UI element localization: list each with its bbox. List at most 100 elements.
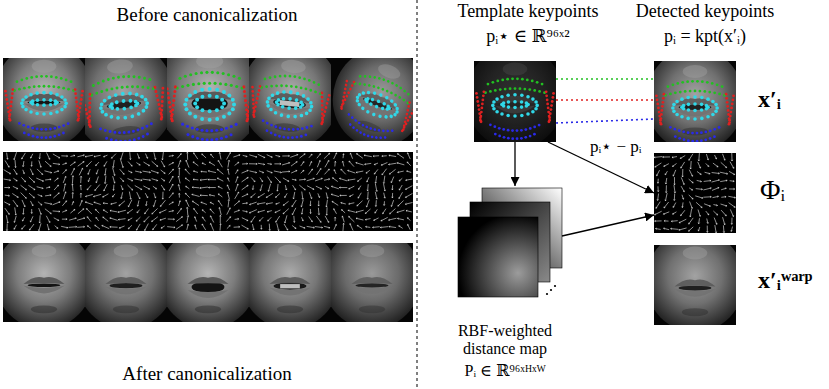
flow-vector [682, 195, 683, 200]
keypoint [511, 137, 514, 140]
flow-head [181, 217, 182, 218]
ellipsis-dot [550, 289, 552, 291]
keypoint [225, 135, 228, 138]
flow-vector [384, 193, 385, 198]
keypoint [552, 92, 555, 95]
keypoint [491, 81, 494, 84]
flow-head [313, 178, 314, 179]
flow-vector [227, 185, 229, 190]
flow-head [358, 197, 359, 198]
flow-vector [227, 225, 230, 228]
flow-head [334, 161, 336, 162]
flow-head [114, 182, 115, 183]
flow-vector [283, 178, 289, 181]
flow-head [246, 202, 247, 203]
flow-vector [96, 162, 99, 166]
flow-vector [4, 187, 9, 188]
flow-vector [153, 224, 157, 229]
upper-lip [106, 277, 147, 284]
keypoint [395, 84, 398, 87]
keypoint [498, 135, 501, 138]
flow-vector [72, 176, 74, 184]
flow-vector [200, 195, 208, 196]
flow-head [407, 162, 408, 163]
upper-lip [675, 98, 716, 105]
flow-vector [210, 216, 213, 223]
face-skin [159, 228, 257, 329]
flow-head [229, 208, 230, 209]
keypoint [282, 136, 285, 139]
keypoint [222, 115, 226, 119]
flow-head [23, 165, 25, 166]
flow-vector [118, 218, 125, 220]
keypoint [210, 129, 213, 132]
keypoint [168, 101, 171, 104]
keypoint [520, 114, 524, 118]
keypoint [251, 86, 254, 89]
flow-vector [291, 162, 297, 166]
flow-head [228, 160, 230, 161]
flow-head [218, 201, 219, 202]
keypoint [404, 116, 407, 119]
keypoint [550, 104, 553, 107]
keypoint [531, 80, 534, 83]
flow-head [296, 170, 297, 171]
keypoint [704, 138, 707, 141]
flow-vector [251, 193, 256, 197]
flow-head [318, 205, 320, 206]
flow-head [359, 188, 360, 189]
flow-head [157, 172, 158, 173]
flow-vector [152, 208, 158, 214]
keypoint [40, 75, 43, 78]
flow-vector [251, 178, 255, 182]
face-skin [66, 36, 180, 158]
flow-head [202, 210, 203, 211]
flow-vector [110, 211, 117, 212]
flow-head [128, 227, 129, 228]
flow-vector [309, 216, 313, 221]
keypoint [110, 138, 113, 141]
flow-head [342, 161, 343, 162]
flow-vector [46, 153, 49, 160]
keypoint [363, 133, 366, 136]
keypoint [526, 112, 530, 116]
flow-vector [14, 169, 17, 174]
flow-head [682, 206, 684, 207]
keypoint [203, 82, 206, 85]
flow-head [187, 207, 189, 208]
keypoint [686, 80, 689, 83]
flow-head [200, 195, 201, 196]
flow-head [391, 205, 392, 206]
face-skin [156, 35, 264, 152]
flow-head [373, 155, 374, 156]
flow-head [388, 164, 389, 165]
flow-head [146, 204, 148, 205]
keypoint [548, 116, 551, 119]
keypoint [110, 87, 113, 90]
flow-head [343, 154, 345, 155]
flow-head [50, 165, 51, 166]
flow-head [81, 168, 82, 169]
flow-vector [364, 155, 372, 156]
flow-head [341, 210, 342, 211]
flow-vector [283, 209, 289, 214]
flow-vector [316, 168, 321, 175]
flow-head [149, 171, 150, 172]
keypoint [24, 95, 28, 99]
flow-head [256, 163, 257, 164]
flow-vector [260, 178, 263, 182]
flow-vector [152, 179, 158, 181]
flow-vector [217, 178, 223, 181]
flow-vector [391, 177, 394, 183]
flow-vector [30, 216, 33, 222]
flow-head [34, 189, 35, 190]
keypoint [520, 93, 524, 97]
keypoint [345, 79, 348, 82]
keypoint [728, 123, 731, 126]
flow-vector [689, 170, 692, 177]
keypoint [725, 93, 728, 96]
flow-head [247, 170, 248, 171]
flow-head [681, 167, 682, 168]
keypoint [30, 76, 33, 79]
keypoint [274, 133, 277, 136]
